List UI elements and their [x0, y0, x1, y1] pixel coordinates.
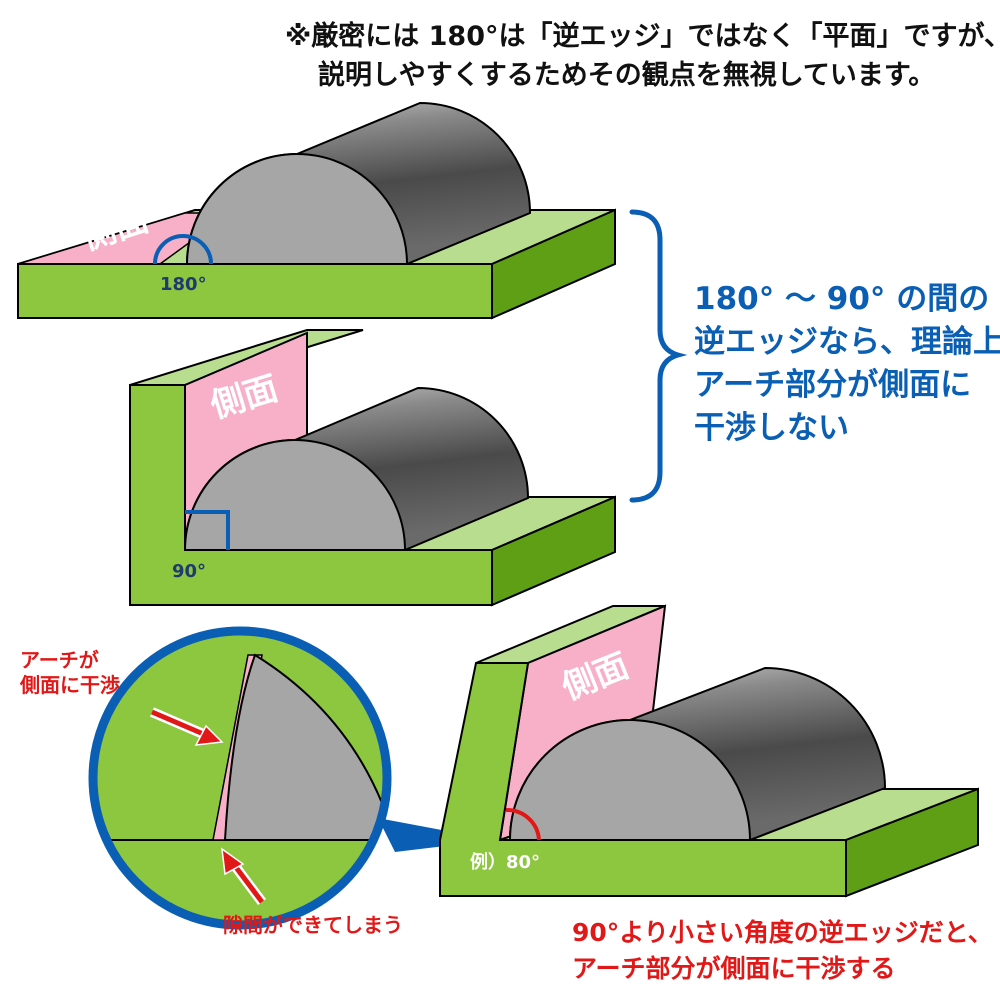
- base-right-face: [491, 495, 616, 607]
- base-front-face: [17, 263, 493, 319]
- magnifier-circle-icon: [88, 626, 392, 930]
- interference-line-1: アーチが: [20, 648, 99, 672]
- bracket-note-line-3: アーチ部分が側面に: [694, 367, 971, 403]
- bracket-icon: [629, 209, 688, 503]
- bracket-note-line-4: 干渉しない: [694, 410, 849, 446]
- angle-label-90: 90°: [172, 561, 206, 582]
- top-note: ※厳密には 180°は「逆エッジ」ではなく「平面」ですが、 説明しやすくするため…: [285, 20, 1000, 91]
- arrow-icon: [221, 847, 266, 905]
- bracket-group: 180° ～ 90° の間の 逆エッジなら、理論上 アーチ部分が側面に 干渉しな…: [629, 209, 1000, 503]
- angle-label-180: 180°: [160, 274, 207, 295]
- zoom-callout: [88, 626, 495, 930]
- bottom-note-line-1: 90°より小さい角度の逆エッジだと、: [572, 918, 993, 947]
- base-right-face: [491, 208, 616, 320]
- half-cylinder-end: [183, 439, 407, 551]
- arrow-icon: [150, 707, 224, 746]
- base-right-face: [845, 787, 979, 898]
- half-cylinder-end: [185, 153, 409, 265]
- note-line-1: ※厳密には 180°は「逆エッジ」ではなく「平面」ですが、: [285, 20, 1000, 52]
- gap-callout: 隙間ができてしまう: [221, 847, 403, 937]
- angle-label-80: 例）80°: [470, 851, 540, 873]
- figure-180: 側面 180°: [17, 101, 616, 320]
- angle-arc-80: [505, 807, 541, 841]
- figure-90: 側面 90°: [129, 329, 616, 607]
- bracket-note-line-1: 180° ～ 90° の間の: [694, 281, 989, 317]
- bottom-note: 90°より小さい角度の逆エッジだと、 アーチ部分が側面に干渉する: [572, 918, 993, 983]
- interference-line-2: 側面に干渉: [19, 673, 120, 697]
- half-cylinder-end: [508, 719, 752, 841]
- figure-80: 側面 例）80°: [439, 604, 979, 898]
- interference-callout: アーチが 側面に干渉: [19, 648, 224, 746]
- angle-arc-180: [153, 234, 213, 265]
- bottom-note-line-2: アーチ部分が側面に干渉する: [572, 954, 896, 983]
- gap-label: 隙間ができてしまう: [223, 913, 403, 937]
- right-angle-mark: [185, 510, 230, 550]
- note-line-2: 説明しやすくするためその観点を無視しています。: [318, 59, 935, 91]
- bracket-note-line-2: 逆エッジなら、理論上: [694, 324, 1000, 360]
